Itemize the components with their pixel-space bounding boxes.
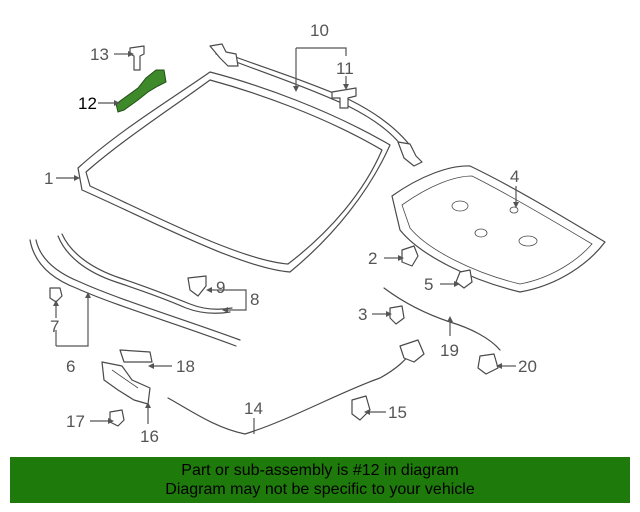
leader-arrowheads [53,51,519,424]
weatherstrip-seal [209,43,423,167]
callout-17: 17 [66,412,85,431]
callout-11: 11 [336,59,354,78]
callout-4: 4 [510,167,519,186]
clip-20 [477,353,499,375]
leader-lines [55,47,517,434]
release-cable [167,339,425,435]
callout-15: 15 [388,403,407,422]
callout-8: 8 [250,290,259,309]
callout-20: 20 [518,357,537,376]
callout-13: 13 [90,45,109,64]
callout-6: 6 [66,357,75,376]
clip-9 [187,275,207,297]
callout-19: 19 [440,341,459,360]
callout-5: 5 [424,275,433,294]
caption-line-1: Part or sub-assembly is #12 in diagram [181,462,459,479]
callout-14: 14 [244,399,263,418]
clip-7 [49,287,63,303]
caption-line-2: Diagram may not be specific to your vehi… [165,481,475,498]
nut-2 [401,245,419,267]
callout-labels: 1 2 3 4 5 6 7 8 9 10 11 12 13 14 15 16 1… [44,21,537,446]
caption-banner: Part or sub-assembly is #12 in diagram D… [10,457,630,503]
hood-parts-diagram: 1 2 3 4 5 6 7 8 9 10 11 12 13 14 15 16 1… [29,21,606,446]
latch-bracket-18 [119,349,153,363]
hood-insulator [391,165,606,293]
callout-9: 9 [216,278,225,297]
callout-1: 1 [44,169,53,188]
callout-3: 3 [358,305,367,324]
callout-18: 18 [176,357,195,376]
hood-hinge-highlighted [115,69,167,113]
callout-7: 7 [50,317,59,336]
bolt-17 [109,409,125,427]
nut-5 [455,269,473,289]
hood-bumper [331,87,357,109]
bolt-3 [389,305,405,325]
clip-15 [351,395,371,421]
callout-10: 10 [310,21,329,40]
hood-latch [101,361,151,405]
callout-2: 2 [368,249,377,268]
front-seal-strips [29,233,241,347]
callout-12: 12 [78,94,97,113]
callout-16: 16 [140,427,159,446]
hood-panel [77,71,391,273]
bolt-13 [129,45,145,71]
